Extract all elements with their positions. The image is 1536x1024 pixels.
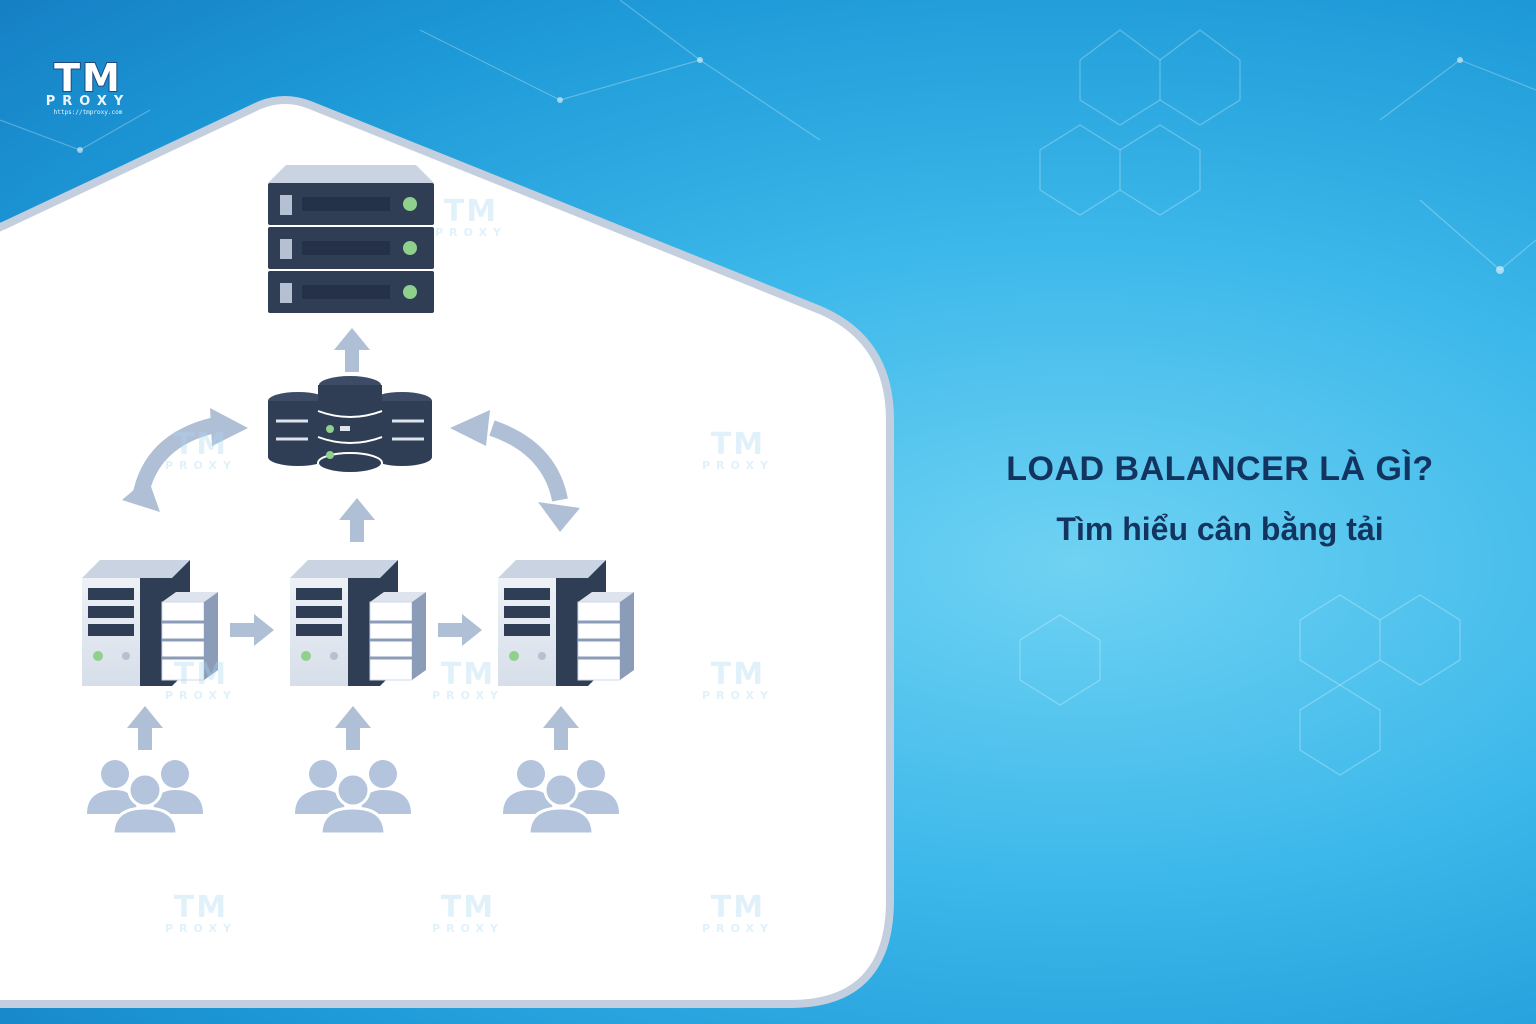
watermark: TM PROXY bbox=[432, 890, 504, 935]
page-subtitle: Tìm hiểu cân bằng tải bbox=[1056, 511, 1384, 547]
title-block: LOAD BALANCER LÀ GÌ? Tìm hiểu cân bằng t… bbox=[920, 450, 1520, 548]
watermark: TM PROXY bbox=[432, 657, 504, 702]
brand-logo: TM PROXY https://tmproxy.com bbox=[40, 56, 136, 116]
server-rack-icon bbox=[268, 165, 434, 313]
watermark: TM PROXY bbox=[702, 657, 774, 702]
logo-proxy-text: PROXY bbox=[45, 94, 131, 109]
logo-url-text: https://tmproxy.com bbox=[53, 109, 123, 116]
watermark: TM PROXY bbox=[165, 427, 237, 472]
watermark: TM PROXY bbox=[435, 194, 507, 239]
watermark: TM PROXY bbox=[165, 657, 237, 702]
page-title: LOAD BALANCER LÀ GÌ? bbox=[1006, 450, 1434, 488]
logo-tm-text: TM bbox=[53, 56, 122, 100]
panel-shape bbox=[0, 96, 894, 1008]
database-icon bbox=[268, 374, 432, 474]
watermark: TM PROXY bbox=[165, 890, 237, 935]
watermark: TM PROXY bbox=[702, 890, 774, 935]
curved-double-arrow-icon bbox=[489, 420, 568, 502]
watermark: TM PROXY bbox=[702, 427, 774, 472]
